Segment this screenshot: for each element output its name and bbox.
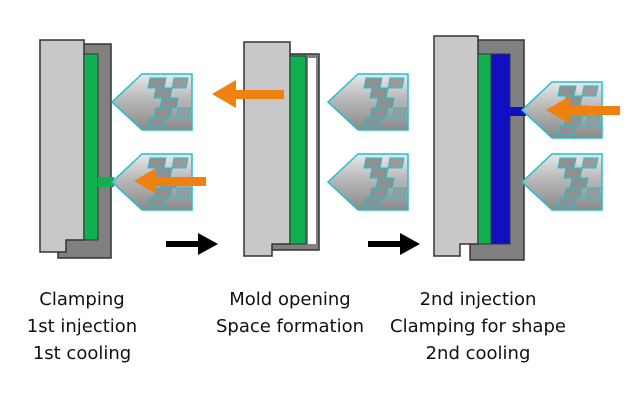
caption-line: 1st injection [26, 316, 138, 337]
mold-step-2 [243, 41, 320, 257]
flow-arrow-icon [546, 96, 620, 124]
first-material-layer [83, 53, 99, 241]
flow-arrow-icon [212, 80, 284, 108]
runner-first [98, 177, 114, 187]
caption-line: Clamping for shape [390, 316, 566, 337]
step-arrow-icon [166, 233, 218, 255]
runner-second [510, 107, 526, 116]
step-1-caption: Clamping 1st injection 1st cooling [0, 286, 182, 367]
mold-step-1 [39, 39, 114, 259]
fixed-mold-plate [433, 35, 479, 257]
caption-line: Clamping [39, 289, 125, 310]
injection-nozzle-icon [327, 73, 409, 131]
fixed-mold-plate [39, 39, 85, 253]
first-material-layer [477, 53, 492, 245]
fixed-mold-plate [243, 41, 291, 257]
mold-step-3 [433, 35, 526, 261]
first-material-layer [289, 55, 307, 245]
caption-line: Space formation [215, 316, 365, 337]
injection-nozzle-icon [111, 73, 193, 131]
injection-nozzle-icon [327, 153, 409, 211]
flow-arrow-icon [134, 168, 206, 194]
cavity-space [308, 58, 316, 244]
step-arrow-icon [368, 233, 420, 255]
injection-nozzle-icon [521, 153, 603, 211]
caption-line: 2nd injection [419, 289, 537, 310]
second-material-layer [490, 53, 511, 245]
step-3-caption: 2nd injection Clamping for shape 2nd coo… [378, 286, 578, 367]
caption-line: 1st cooling [32, 343, 132, 364]
caption-line: Mold opening [229, 289, 351, 310]
step-2-caption: Mold opening Space formation [190, 286, 390, 340]
caption-line: 2nd cooling [425, 343, 531, 364]
